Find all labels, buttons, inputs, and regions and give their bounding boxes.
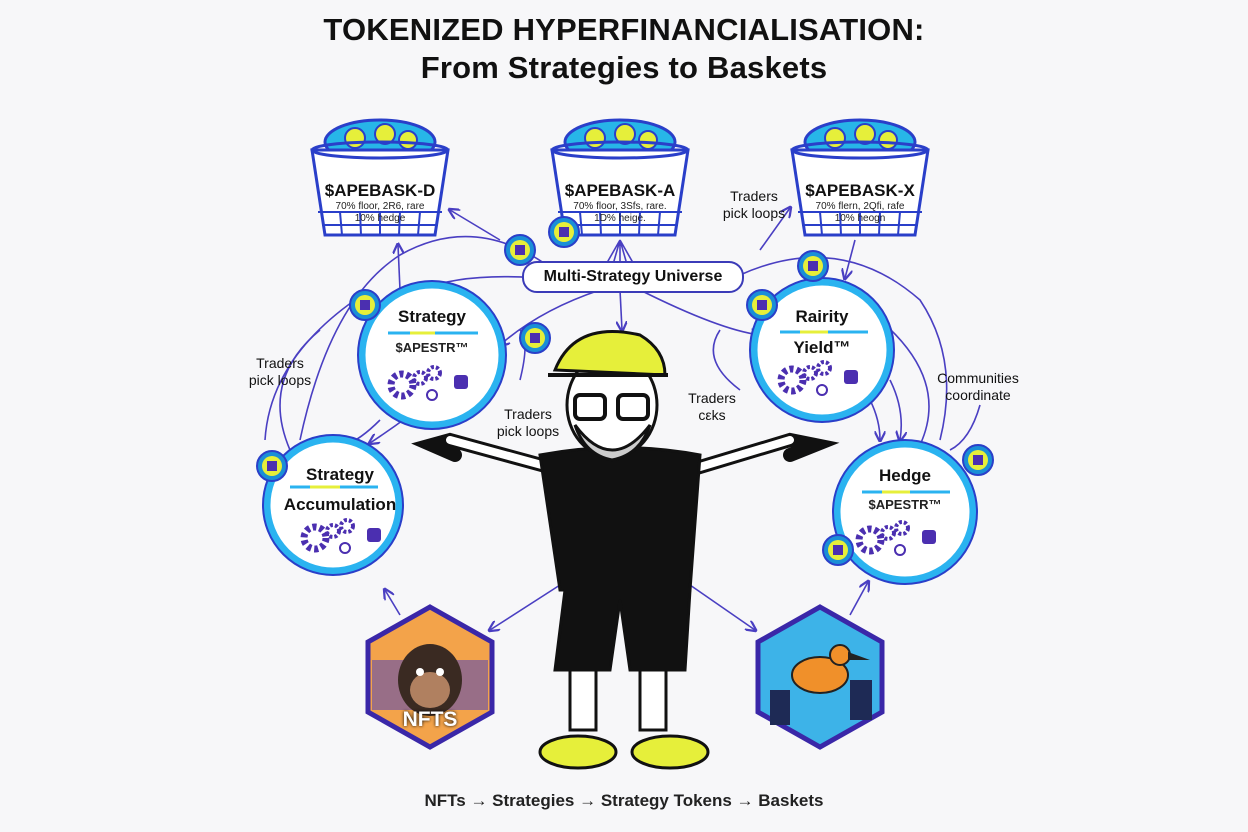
basket-desc: 10% hedge <box>354 213 406 224</box>
basket-desc: 70% floor, 2R6, rare <box>335 201 425 212</box>
multi-strategy-universe-node: Multi-Strategy Universe <box>522 261 744 293</box>
basket-name: $APEBASK-A <box>564 181 676 200</box>
strategy-subtitle: Accumulation <box>283 495 397 514</box>
note-line: coordinate <box>945 387 1011 403</box>
token-badge-icon <box>504 234 536 266</box>
basket-desc: 10% heogn <box>834 213 886 224</box>
strategy-subtitle: Yield™ <box>793 338 851 357</box>
nfts-label: NFTS <box>402 708 458 731</box>
strategy-circles <box>263 278 977 584</box>
basket-desc: 70% floor, 3Sfs, rare. <box>573 201 667 212</box>
note-line: pick loops <box>248 372 312 388</box>
strategy-title: Hedge <box>879 466 931 485</box>
nft-ape-hexagon <box>365 604 495 750</box>
strategy-title: Rairity <box>795 307 849 326</box>
title-divider-bars <box>290 330 950 494</box>
title-line-2: From Strategies to Baskets <box>420 50 828 85</box>
basket-desc: 1D% heige. <box>594 213 646 224</box>
title-line-1: TOKENIZED HYPERFINANCIALISATION: <box>323 12 925 47</box>
note-line: Traders <box>504 406 552 422</box>
token-badge-icon <box>519 322 551 354</box>
basket-desc: 70% flern, 2Qfi, rafe <box>815 201 905 212</box>
basket-name: $APEBASK-D <box>324 181 436 200</box>
note-line: pick loops <box>496 423 560 439</box>
strategy-subtitle: $APESTR™ <box>868 497 942 512</box>
presenter-character <box>411 330 840 770</box>
note-line: Traders <box>688 390 736 406</box>
strategy-title: Strategy <box>397 307 467 326</box>
note-line: Traders <box>730 188 778 204</box>
note-line: cεks <box>698 407 726 423</box>
note-line: Communities <box>937 370 1019 386</box>
strategy-subtitle: $APESTR™ <box>395 340 469 355</box>
token-badge-icon <box>797 250 829 282</box>
flow-caption: NFTs → Strategies → Strategy Tokens → Ba… <box>424 791 824 810</box>
note-line: Traders <box>256 355 304 371</box>
token-badge-icon <box>822 534 854 566</box>
basket-name: $APEBASK-X <box>805 181 915 200</box>
note-line: pick loops <box>722 205 786 221</box>
bird-hexagon <box>755 604 885 750</box>
strategy-title: Strategy <box>305 465 375 484</box>
